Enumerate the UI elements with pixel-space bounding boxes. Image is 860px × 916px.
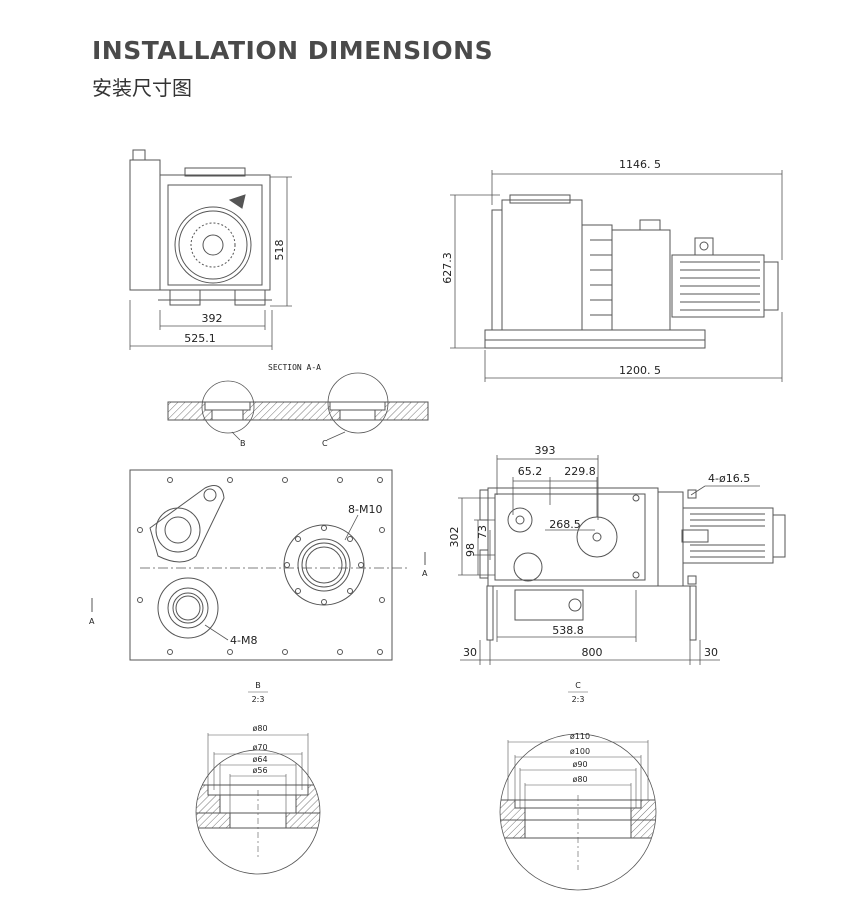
dim-538-8: 538.8: [552, 624, 584, 637]
top-view: [479, 487, 786, 641]
dim-393: 393: [535, 444, 556, 457]
dim-98: 98: [464, 543, 477, 557]
page-title: INSTALLATION DIMENSIONS: [92, 36, 494, 65]
detail-b-dia-3: ø56: [252, 766, 267, 775]
callout-c: C: [322, 439, 328, 448]
side-height-label: 627.3: [441, 252, 454, 284]
detail-b-dia-0: ø80: [252, 724, 267, 733]
detail-c-dia-0: ø110: [570, 732, 590, 741]
detail-c-scale: 2:3: [572, 695, 585, 704]
dim-73: 73: [476, 525, 489, 539]
dim-30-left: 30: [463, 646, 477, 659]
detail-b-dia-1: ø70: [252, 743, 267, 752]
detail-b-dia-2: ø64: [252, 755, 267, 764]
side-length-bottom-label: 1200. 5: [619, 364, 661, 377]
detail-c: [499, 733, 657, 891]
detail-c-dia-1: ø100: [570, 747, 590, 756]
front-width-outer-label: 525.1: [184, 332, 216, 345]
detail-b-label: B: [255, 681, 261, 690]
side-view: [484, 194, 779, 349]
top-view-dimensions: [458, 455, 760, 665]
detail-b: [195, 733, 321, 875]
front-view: [129, 149, 272, 306]
dim-229-8: 229.8: [564, 465, 596, 478]
dim-302: 302: [448, 527, 461, 548]
section-mark-right: A: [422, 569, 428, 578]
section-aa: [167, 372, 429, 441]
detail-c-dia-2: ø90: [572, 760, 587, 769]
detail-c-dia-3: ø80: [572, 775, 587, 784]
holes-label: 4-ø16.5: [708, 472, 750, 485]
detail-c-label: C: [575, 681, 581, 690]
thread-large-label: 8-M10: [348, 503, 382, 516]
section-mark-left: A: [89, 617, 95, 626]
front-view-dimensions: [129, 176, 292, 350]
front-width-inner-label: 392: [202, 312, 223, 325]
callout-b: B: [240, 439, 246, 448]
thread-small-label: 4-M8: [230, 634, 257, 647]
dim-268-5: 268.5: [549, 518, 581, 531]
dim-30-right: 30: [704, 646, 718, 659]
base-plan: [91, 469, 426, 661]
detail-b-scale: 2:3: [252, 695, 265, 704]
side-length-top-label: 1146. 5: [619, 158, 661, 171]
side-view-dimensions: [450, 170, 783, 382]
front-height-label: 518: [273, 240, 286, 261]
section-aa-label: SECTION A-A: [268, 363, 321, 372]
dim-800: 800: [582, 646, 603, 659]
dim-65-2: 65.2: [518, 465, 543, 478]
page-subtitle: 安装尺寸图: [92, 76, 192, 100]
